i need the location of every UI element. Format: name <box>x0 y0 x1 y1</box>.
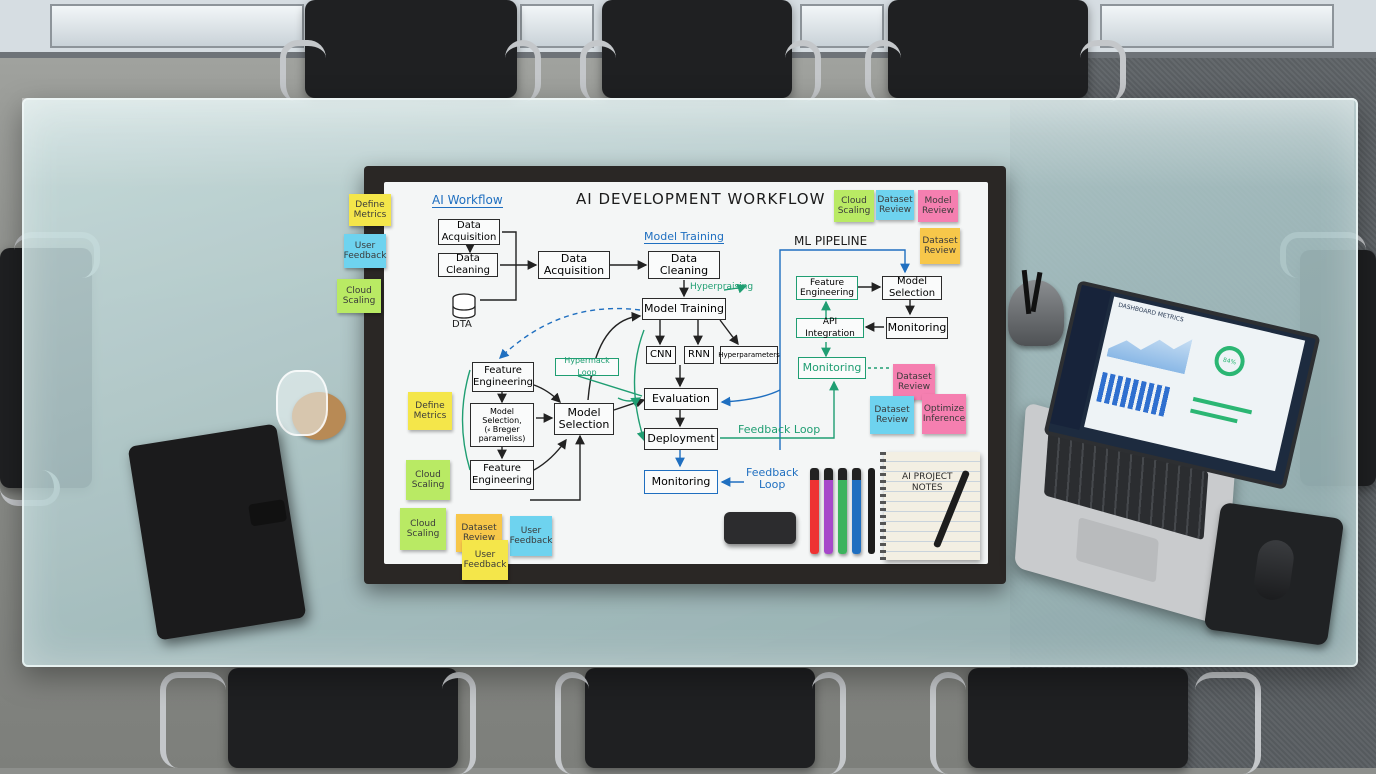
purple-marker <box>824 468 833 554</box>
node-evaluation: Evaluation <box>644 388 718 410</box>
chair-arm <box>555 672 589 774</box>
chair <box>888 0 1088 98</box>
window-pane <box>50 4 304 48</box>
node-data-cleaning: Data Cleaning <box>648 251 720 279</box>
ai-workflow-heading: AI Workflow <box>432 193 503 208</box>
gauge: 84% <box>1211 343 1248 380</box>
sticky-cloud-scaling: Cloud Scaling <box>337 279 381 313</box>
database-icon <box>452 293 476 319</box>
node-data-acquisition: Data Acquisition <box>538 251 610 279</box>
sticky-dataset-review: Dataset Review <box>876 190 914 220</box>
hyperpraising-label: Hyperpraising <box>690 282 754 292</box>
green-marker <box>838 468 847 554</box>
sticky-user-feedback: User Feedback <box>462 540 508 580</box>
chair-arm <box>785 40 821 102</box>
chair-arm <box>442 672 476 774</box>
sticky-dataset-review: Dataset Review <box>920 228 960 264</box>
chair <box>585 668 815 768</box>
node-model-selection: Model Selection <box>554 403 614 435</box>
water-glass <box>276 370 328 436</box>
window-pane <box>1100 4 1334 48</box>
node-feature-engineering-right: Feature Engineering <box>796 276 858 300</box>
node-model-training: Model Training <box>642 298 726 320</box>
feedback-loop-green-label: Feedback Loop <box>738 423 821 436</box>
chair-arm <box>930 672 966 774</box>
sticky-define-metrics: Define Metrics <box>349 194 391 226</box>
sticky-dataset-review: Dataset Review <box>870 396 914 434</box>
chair <box>305 0 517 98</box>
chair-arm <box>505 40 541 102</box>
portfolio-clasp <box>248 499 288 527</box>
window-band <box>0 0 1376 58</box>
node-data-acquisition-small: Data Acquisition <box>438 219 500 245</box>
chair-arm <box>1080 40 1126 102</box>
notebook: AI PROJECT NOTES <box>880 452 980 560</box>
sticky-cloud-scaling: Cloud Scaling <box>406 460 450 500</box>
ml-pipeline-heading: ML PIPELINE <box>794 234 868 248</box>
chair-arm <box>280 40 326 102</box>
notebook-title: AI PROJECT NOTES <box>902 472 953 493</box>
leather-portfolio <box>127 423 307 641</box>
chair-arm <box>812 672 846 774</box>
node-api-integration: API Integration <box>796 317 864 339</box>
whiteboard-eraser <box>724 512 796 544</box>
node-cnn: CNN <box>646 346 676 364</box>
node-feature-engineering-2: Feature Engineering <box>470 460 534 490</box>
sticky-user-feedback: User Feedback <box>510 516 552 556</box>
chair <box>228 668 458 768</box>
node-monitoring-bottom: Monitoring <box>644 470 718 494</box>
node-monitoring-green: Monitoring <box>798 357 866 379</box>
bar-chart <box>1096 371 1172 417</box>
node-model-selection-params: Model Selection, (⸗ Breger parameliss) <box>470 403 534 447</box>
chair-arm <box>580 40 616 102</box>
node-deployment: Deployment <box>644 428 718 450</box>
feedback-loop-blue-label: Feedback Loop <box>746 466 799 491</box>
node-feature-engineering: Feature Engineering <box>472 362 534 392</box>
notebook-spiral <box>880 452 886 560</box>
dta-label: DTA <box>452 319 472 330</box>
progress-bar <box>1190 408 1238 424</box>
sticky-user-feedback: User Feedback <box>344 234 386 268</box>
node-monitoring-right: Monitoring <box>886 317 948 339</box>
sticky-optimize-inference: Optimize Inference <box>922 394 966 434</box>
sticky-dataset-review: Dataset Review <box>893 364 935 400</box>
sticky-cloud-scaling: Cloud Scaling <box>834 190 874 222</box>
node-model-selection-right: Model Selection <box>882 276 942 300</box>
node-data-cleaning-small: Data Cleaning <box>438 253 498 277</box>
black-pen <box>868 468 875 554</box>
dashboard-title: DASHBOARD METRICS <box>1117 301 1185 324</box>
area-chart <box>1107 317 1194 374</box>
model-training-heading: Model Training <box>644 230 724 244</box>
board-title: AI DEVELOPMENT WORKFLOW <box>576 190 826 208</box>
window-pane <box>520 4 594 48</box>
node-rnn: RNN <box>684 346 714 364</box>
window-pane <box>800 4 884 48</box>
chair <box>602 0 792 98</box>
blue-marker <box>852 468 861 554</box>
node-hyperparameters: Hyperparameters <box>718 346 780 364</box>
chair <box>968 668 1188 768</box>
node-hypermack-loop: Hypermack Loop <box>555 356 619 377</box>
chair-arm <box>865 40 901 102</box>
red-marker <box>810 468 819 554</box>
sticky-define-metrics: Define Metrics <box>408 392 452 430</box>
laptop-trackpad <box>1075 517 1159 583</box>
sticky-cloud-scaling: Cloud Scaling <box>400 508 446 550</box>
chair-arm <box>1195 672 1261 774</box>
sticky-model-review: Model Review <box>918 190 958 222</box>
